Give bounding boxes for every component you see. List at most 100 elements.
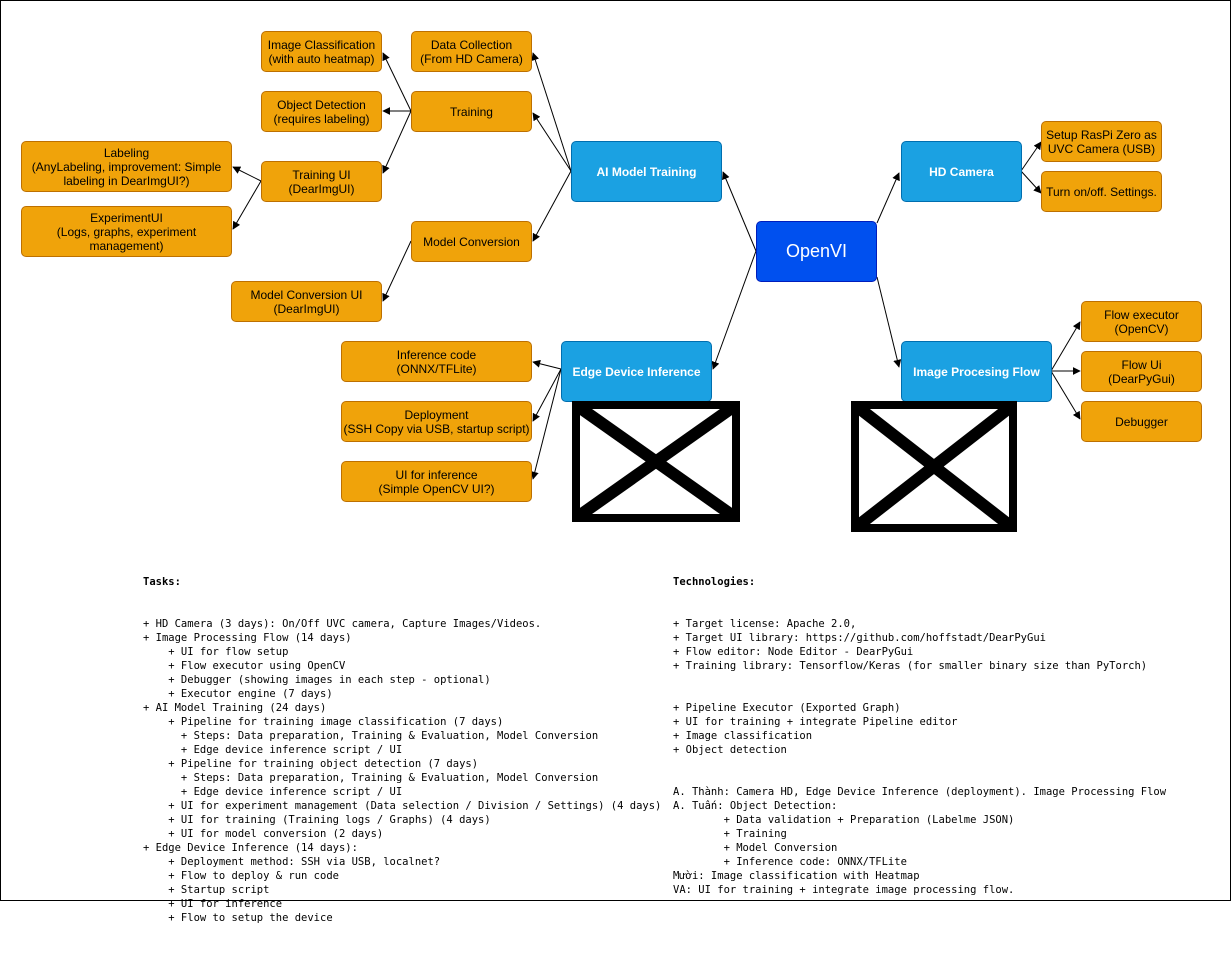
broken-image-icon bbox=[572, 401, 740, 522]
note-line: + Image classification bbox=[673, 730, 813, 742]
edge-inference-ui bbox=[530, 368, 562, 480]
task-line: Training UI bbox=[292, 167, 351, 182]
technologies-notes: Technologies: + Target license: Apache 2… bbox=[673, 547, 1166, 925]
task-line: UVC Camera (USB) bbox=[1047, 141, 1156, 156]
edge-root-ai-training bbox=[722, 171, 757, 252]
task-line: Deployment bbox=[404, 407, 469, 422]
connector-layer bbox=[232, 52, 1081, 480]
note-line: + HD Camera (3 days): On/Off UVC camera,… bbox=[143, 618, 542, 630]
note-line: + Pipeline for training object detection… bbox=[143, 758, 479, 770]
note-line: + Data validation + Preparation (Labelme… bbox=[673, 814, 1015, 826]
task-line: ExperimentUI bbox=[90, 210, 163, 225]
note-line bbox=[673, 771, 1166, 785]
note-line: + Training bbox=[673, 828, 787, 840]
task-line: (DearImgUI) bbox=[273, 301, 340, 316]
edge-root-image-flow bbox=[876, 276, 902, 368]
edge-camera-onoff bbox=[1020, 170, 1042, 194]
task-labeling[interactable]: Labeling (AnyLabeling, improvement: Simp… bbox=[21, 141, 232, 192]
note-line: VA: UI for training + integrate image pr… bbox=[673, 884, 1015, 896]
note-line: + Startup script bbox=[143, 884, 270, 896]
note-line: + UI for flow setup bbox=[143, 646, 289, 658]
task-flow-ui[interactable]: Flow Ui (DearPyGui) bbox=[1081, 351, 1202, 392]
note-line: + Steps: Data preparation, Training & Ev… bbox=[143, 730, 599, 742]
branch-hd-camera[interactable]: HD Camera bbox=[901, 141, 1022, 202]
task-line: Image Classification bbox=[267, 37, 376, 52]
root-label: OpenVI bbox=[785, 241, 848, 261]
note-line: + UI for model conversion (2 days) bbox=[143, 828, 384, 840]
task-line: Model Conversion UI bbox=[250, 287, 363, 302]
edge-ai-data-collection bbox=[531, 52, 572, 172]
task-training[interactable]: Training bbox=[411, 91, 532, 132]
edge-trainingui-experiment bbox=[232, 180, 262, 230]
note-line: + Target license: Apache 2.0, bbox=[673, 618, 857, 630]
branch-label: HD Camera bbox=[929, 164, 994, 179]
branch-ai-model-training[interactable]: AI Model Training bbox=[571, 141, 722, 202]
edge-ai-model-conversion bbox=[532, 170, 572, 242]
task-experiment-ui[interactable]: ExperimentUI (Logs, graphs, experiment m… bbox=[21, 206, 232, 257]
edge-camera-raspi bbox=[1020, 141, 1042, 172]
task-line: (requires labeling) bbox=[273, 111, 370, 126]
branch-image-processing-flow[interactable]: Image Procesing Flow bbox=[901, 341, 1052, 402]
task-data-collection[interactable]: Data Collection (From HD Camera) bbox=[411, 31, 532, 72]
task-line: UI for inference bbox=[395, 467, 478, 482]
note-line: Mười: Image classification with Heatmap bbox=[673, 870, 920, 882]
task-line: (ONNX/TFLite) bbox=[396, 361, 477, 376]
tasks-notes: Tasks: + HD Camera (3 days): On/Off UVC … bbox=[143, 547, 661, 953]
task-line: Model Conversion bbox=[423, 234, 520, 249]
note-line: + Executor engine (7 days) bbox=[143, 688, 333, 700]
task-model-conversion-ui[interactable]: Model Conversion UI (DearImgUI) bbox=[231, 281, 382, 322]
tasks-lines: + HD Camera (3 days): On/Off UVC camera,… bbox=[143, 617, 661, 925]
note-line: + Pipeline Executor (Exported Graph) bbox=[673, 702, 901, 714]
task-line: (AnyLabeling, improvement: Simple bbox=[31, 159, 222, 174]
task-inference-code[interactable]: Inference code (ONNX/TFLite) bbox=[341, 341, 532, 382]
task-line: Inference code bbox=[396, 347, 477, 362]
task-line: Data Collection bbox=[430, 37, 513, 52]
task-line: Object Detection bbox=[277, 97, 366, 112]
note-line: + Flow to setup the device bbox=[143, 912, 333, 924]
branch-label: AI Model Training bbox=[596, 164, 697, 179]
note-line: + Edge device inference script / UI bbox=[143, 786, 403, 798]
task-line: (with auto heatmap) bbox=[268, 51, 375, 66]
task-image-classification[interactable]: Image Classification (with auto heatmap) bbox=[261, 31, 382, 72]
branch-edge-device-inference[interactable]: Edge Device Inference bbox=[561, 341, 712, 402]
note-line: + Steps: Data preparation, Training & Ev… bbox=[143, 772, 599, 784]
note-line: + Inference code: ONNX/TFLite bbox=[673, 856, 907, 868]
note-line: + Training library: Tensorflow/Keras (fo… bbox=[673, 660, 1148, 672]
task-model-conversion[interactable]: Model Conversion bbox=[411, 221, 532, 262]
task-training-ui[interactable]: Training UI (DearImgUI) bbox=[261, 161, 382, 202]
task-line: Training bbox=[450, 104, 493, 119]
note-line: + UI for training + integrate Pipeline e… bbox=[673, 716, 958, 728]
note-line: + Image Processing Flow (14 days) bbox=[143, 632, 352, 644]
edge-root-edge-inference bbox=[711, 250, 757, 370]
root-node-openvi[interactable]: OpenVI bbox=[756, 221, 877, 282]
task-line: (OpenCV) bbox=[1114, 321, 1169, 336]
task-flow-executor[interactable]: Flow executor (OpenCV) bbox=[1081, 301, 1202, 342]
note-line: + UI for inference bbox=[143, 898, 283, 910]
task-line: Flow executor bbox=[1104, 307, 1179, 322]
task-deployment[interactable]: Deployment (SSH Copy via USB, startup sc… bbox=[341, 401, 532, 442]
task-line: Setup RasPi Zero as bbox=[1046, 127, 1157, 142]
edge-root-hd-camera bbox=[876, 172, 900, 224]
edge-training-ui bbox=[382, 110, 412, 174]
tasks-heading: Tasks: bbox=[143, 576, 181, 588]
edge-inference-code bbox=[532, 359, 562, 370]
edge-flow-debugger bbox=[1050, 370, 1081, 420]
edge-flow-executor bbox=[1050, 321, 1081, 372]
task-line: Flow Ui bbox=[1121, 357, 1162, 372]
edge-ai-training bbox=[532, 112, 572, 172]
task-turn-on-off[interactable]: Turn on/off. Settings. bbox=[1041, 171, 1162, 212]
branch-label: Edge Device Inference bbox=[572, 364, 701, 379]
edge-inference-deployment bbox=[532, 368, 562, 422]
note-line: + Flow executor using OpenCV bbox=[143, 660, 346, 672]
note-line: + Flow to deploy & run code bbox=[143, 870, 339, 882]
task-line: management) bbox=[89, 238, 164, 253]
task-line: (From HD Camera) bbox=[420, 51, 523, 66]
edge-trainingui-labeling bbox=[232, 166, 262, 182]
technologies-heading: Technologies: bbox=[673, 576, 756, 588]
note-line bbox=[673, 673, 1166, 687]
task-debugger[interactable]: Debugger bbox=[1081, 401, 1202, 442]
task-setup-raspi[interactable]: Setup RasPi Zero as UVC Camera (USB) bbox=[1041, 121, 1162, 162]
task-ui-for-inference[interactable]: UI for inference (Simple OpenCV UI?) bbox=[341, 461, 532, 502]
task-line: (DearPyGui) bbox=[1108, 371, 1175, 386]
task-object-detection[interactable]: Object Detection (requires labeling) bbox=[261, 91, 382, 132]
